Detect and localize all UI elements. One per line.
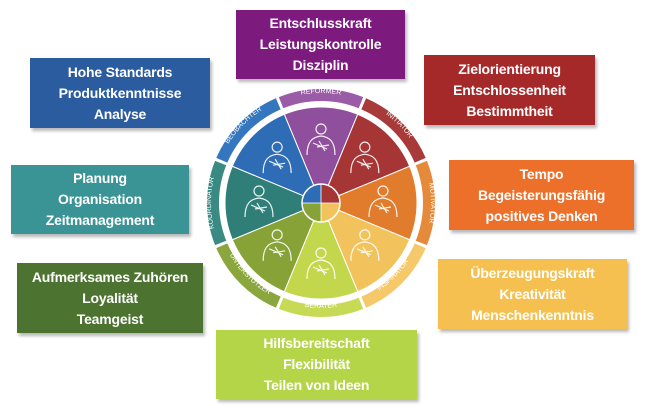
- trait-text: Organisation: [58, 191, 142, 207]
- person-figure-icon: [306, 123, 336, 156]
- trait-text: Teilen von Ideen: [263, 377, 370, 393]
- center-cross: [302, 184, 340, 222]
- trait-text: Überzeugungskraft: [470, 264, 595, 281]
- wedge-koordinator: [224, 165, 323, 241]
- wedge-motivator: [319, 165, 418, 241]
- trait-text: Entschlusskraft: [269, 15, 372, 31]
- center-quadrant-2: [321, 203, 340, 222]
- wedge-inspirator: [320, 202, 411, 293]
- trait-text: Teamgeist: [76, 310, 144, 327]
- center-quadrant-1: [321, 184, 340, 203]
- trait-text: Zielorientierung: [458, 60, 561, 77]
- wedge-unterstützer: [231, 202, 322, 293]
- ring-segment-1: [361, 98, 426, 163]
- trait-text: Analyse: [93, 105, 147, 122]
- center-quadrant-0: [302, 184, 321, 203]
- ring-segment-4: [278, 297, 364, 317]
- person-figure-icon: [262, 229, 292, 261]
- trait-text: Flexibilität: [283, 356, 350, 372]
- center-quadrant-3: [302, 203, 321, 222]
- trait-text: Begeisterungsfähig: [477, 186, 606, 203]
- ring-segment-5: [216, 243, 281, 308]
- segment-label: MOTIVATOR: [427, 182, 436, 224]
- ring-segment-2: [415, 160, 436, 246]
- trait-text: positives Denken: [485, 207, 598, 224]
- person-figure-icon: [368, 185, 398, 218]
- ring-segment-0: [278, 89, 364, 109]
- trait-text: Aufmerksames Zuhören: [31, 268, 189, 285]
- ring-segment-3: [361, 243, 426, 308]
- segment-label: REFORMER: [300, 88, 342, 97]
- ring-divider: [219, 101, 423, 305]
- trait-text: Leistungskontrolle: [259, 36, 382, 52]
- trait-text: Hilfsbereitschaft: [263, 335, 370, 351]
- trait-text: Loyalität: [82, 289, 138, 306]
- trait-text: Kreativität: [499, 285, 566, 302]
- segment-label: KOORDINATOR: [206, 176, 216, 229]
- person-figure-icon: [306, 247, 336, 280]
- trait-text: Bestimmtheit: [466, 102, 553, 119]
- person-figure-icon: [350, 141, 380, 174]
- person-figure-icon: [350, 229, 380, 261]
- trait-text: Disziplin: [292, 57, 349, 73]
- trait-text: Produktkenntnisse: [58, 84, 182, 101]
- wedge-berater: [283, 201, 359, 300]
- trait-text: Menschenkenntnis: [471, 306, 594, 323]
- ring-segment-7: [216, 98, 281, 163]
- ring-segment-6: [207, 160, 227, 246]
- trait-text: Planung: [73, 170, 127, 186]
- wedge-reformer: [283, 106, 359, 205]
- wedge-beobachter: [231, 113, 322, 204]
- trait-text: Hohe Standards: [67, 63, 173, 80]
- person-figure-icon: [262, 141, 292, 174]
- trait-text: Zeitmanagement: [45, 212, 155, 228]
- segment-label: BERATER: [304, 302, 337, 310]
- person-figure-icon: [244, 185, 274, 218]
- trait-text: Entschlossenheit: [453, 81, 566, 98]
- trait-text: Tempo: [519, 165, 564, 182]
- wedge-initiator: [320, 113, 411, 204]
